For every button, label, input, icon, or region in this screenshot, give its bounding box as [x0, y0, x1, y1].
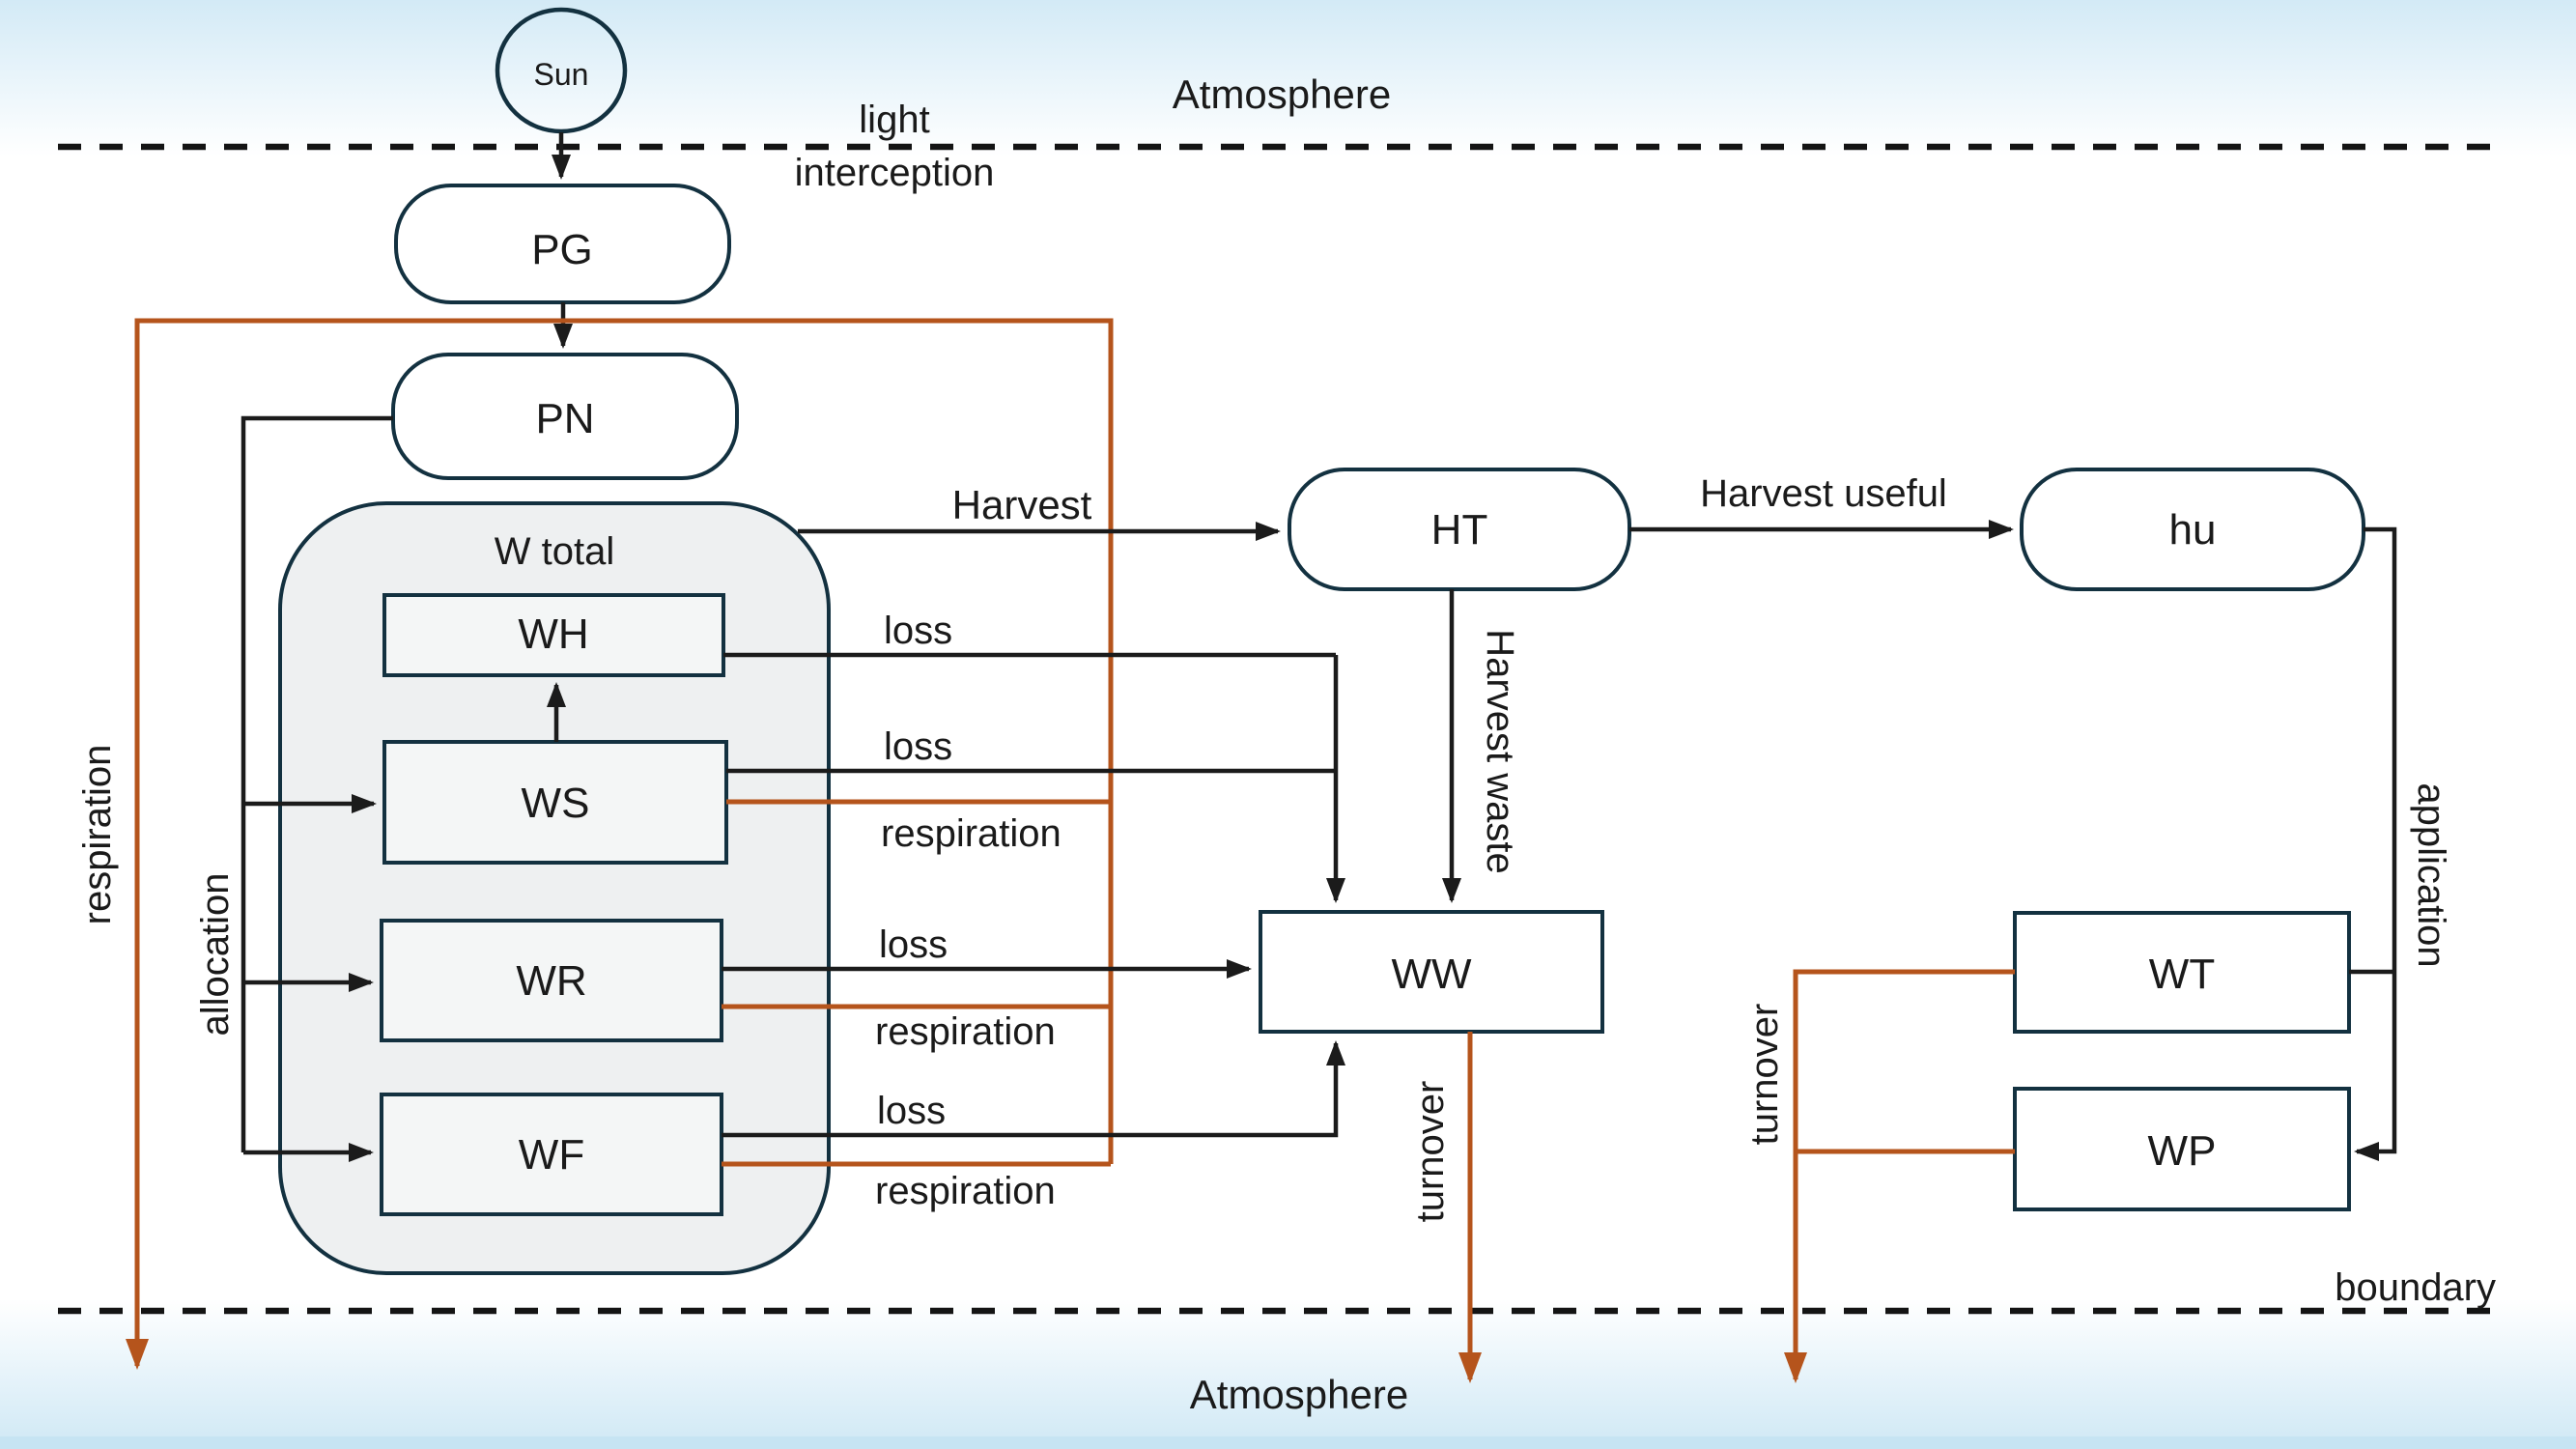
respiration-wr-label: respiration — [875, 1010, 1056, 1053]
node-wf-label: WF — [519, 1131, 584, 1179]
harvest-waste-label: Harvest waste — [1479, 629, 1521, 873]
node-ws-label: WS — [522, 780, 590, 827]
harvest-label: Harvest — [952, 482, 1092, 527]
node-wf-box — [380, 1093, 723, 1216]
atmosphere-bottom-label: Atmosphere — [1190, 1372, 1408, 1417]
node-wtotal-container — [278, 501, 831, 1275]
edge-application — [2354, 526, 2397, 1161]
edge-loss-wf-to-ww — [722, 1040, 1345, 1138]
loss-ws-label: loss — [884, 725, 952, 768]
node-pg-label: PG — [531, 226, 593, 273]
boundary-label: boundary — [2335, 1266, 2496, 1309]
node-pn-label: PN — [535, 395, 594, 442]
respiration-ws-label: respiration — [881, 812, 1062, 855]
node-wr-box — [380, 919, 723, 1042]
edge-turnover-right — [1784, 969, 2015, 1383]
node-wp-box — [2013, 1087, 2351, 1211]
loss-wh-label: loss — [884, 610, 952, 652]
edge-respiration-to-atmosphere — [126, 318, 1114, 1370]
application-label: application — [2410, 782, 2452, 967]
node-ww-label: WW — [1391, 951, 1472, 998]
node-ht-label: HT — [1431, 506, 1488, 554]
node-wh-box — [382, 593, 725, 677]
node-wtotal-label: W total — [495, 530, 614, 573]
turnover-right-label: turnover — [1743, 1004, 1786, 1146]
turnover-ww-label: turnover — [1409, 1081, 1452, 1223]
node-hu-label: hu — [2169, 506, 2217, 554]
sky-gradient-bottom — [0, 1299, 2576, 1449]
light-interception-label-line1: light — [859, 99, 929, 141]
sun-circle — [495, 7, 628, 134]
edge-allocation-trunk — [241, 415, 393, 1152]
node-wr-label: WR — [516, 957, 586, 1005]
sun-label: Sun — [534, 57, 589, 92]
respiration-wf-label: respiration — [875, 1170, 1056, 1212]
node-wp-label: WP — [2148, 1127, 2217, 1175]
loss-wf-label: loss — [877, 1090, 946, 1132]
atmosphere-top-label: Atmosphere — [1173, 71, 1391, 117]
node-wt-label: WT — [2149, 951, 2215, 998]
node-wh-label: WH — [518, 611, 588, 658]
allocation-label: allocation — [194, 872, 237, 1036]
node-wt-box — [2013, 911, 2351, 1034]
harvest-useful-label: Harvest useful — [1700, 472, 1947, 515]
light-interception-label-line2: interception — [795, 152, 995, 194]
sky-gradient-top — [0, 0, 2576, 156]
bottom-strip — [0, 1436, 2576, 1449]
node-ww-box — [1259, 910, 1604, 1034]
node-sun: Sun — [495, 7, 628, 134]
respiration-main-label: respiration — [76, 745, 119, 925]
loss-wr-label: loss — [879, 923, 948, 966]
